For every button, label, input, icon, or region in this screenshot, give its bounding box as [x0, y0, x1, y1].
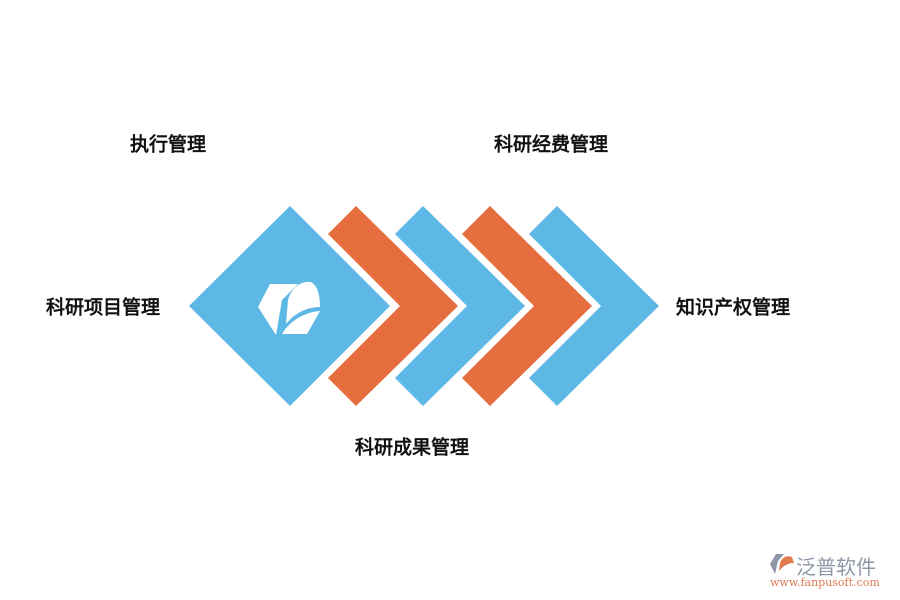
fanpu-logo-icon	[258, 281, 320, 335]
watermark-logo-icon	[770, 554, 794, 574]
label-execution-management: 执行管理	[129, 133, 207, 156]
chevron-arrow-1	[328, 206, 458, 406]
watermark-url: www.fanpusoft.com	[770, 576, 880, 589]
label-ip-management: 知识产权管理	[675, 296, 791, 319]
label-funding-management: 科研经费管理	[493, 133, 609, 156]
chevron-arrow-2	[395, 206, 525, 406]
label-project-management: 科研项目管理	[45, 296, 161, 319]
watermark-name: 泛普软件	[796, 555, 876, 579]
chevron-arrow-4	[529, 206, 659, 406]
chevron-arrow-3	[462, 206, 592, 406]
label-results-management: 科研成果管理	[354, 436, 470, 459]
